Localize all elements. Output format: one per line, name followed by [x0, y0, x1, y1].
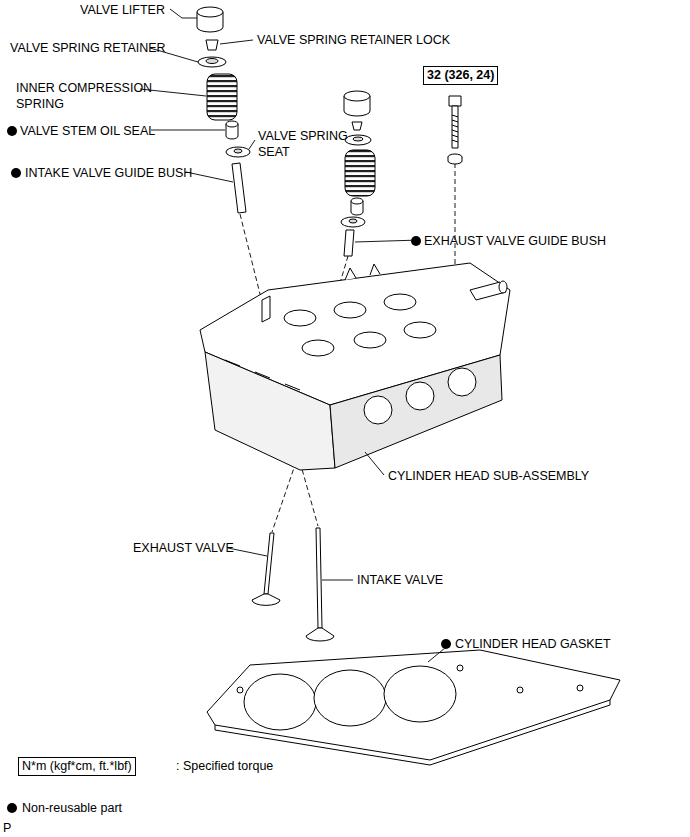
cylinder-head — [354, 332, 386, 348]
valve-parts — [206, 59, 218, 64]
valve-parts — [264, 533, 274, 594]
valve-parts — [197, 7, 462, 641]
valve-parts — [226, 147, 250, 157]
assembly-line — [455, 163, 456, 278]
cylinder-head — [205, 352, 335, 470]
valve-parts — [341, 217, 365, 227]
head-gasket — [577, 685, 583, 691]
valve-parts — [352, 122, 362, 130]
valve-parts — [252, 594, 280, 605]
valve-parts — [344, 230, 354, 256]
head-gasket — [314, 670, 386, 726]
cylinder-head — [302, 340, 334, 356]
cylinder-head — [284, 310, 316, 326]
torque-legend-box: N*m (kgf*cm, ft.*lbf) — [18, 757, 136, 776]
part-name: VALVE SPRING SEAT — [258, 128, 350, 160]
part-name: CYLINDER HEAD GASKET — [455, 636, 611, 652]
valve-parts — [316, 528, 322, 628]
cylinder-head — [384, 294, 416, 310]
valve-parts — [226, 121, 238, 127]
figure-code: P — [3, 820, 11, 836]
valve-parts — [306, 628, 334, 641]
valve-parts — [349, 219, 357, 223]
assembly-line — [240, 214, 262, 302]
leader-line — [228, 548, 267, 556]
valve-parts — [207, 74, 237, 120]
leader-line — [249, 140, 255, 149]
cylinder-head — [370, 264, 380, 275]
non-reusable-mark — [7, 803, 17, 813]
valve-parts — [232, 163, 246, 213]
leader-line — [355, 240, 420, 242]
valve-parts — [197, 7, 223, 17]
valve-parts — [344, 91, 370, 101]
part-name: INTAKE VALVE — [357, 572, 443, 588]
cylinder-head — [334, 302, 366, 318]
cylinder-head — [406, 382, 434, 410]
part-name: VALVE LIFTER — [80, 2, 165, 18]
part-name: CYLINDER HEAD SUB-ASSEMBLY — [388, 468, 589, 484]
node-text: 32 (326, 24) — [427, 68, 494, 82]
head-gasket — [244, 674, 316, 730]
cylinder-head — [345, 268, 356, 280]
valve-parts — [345, 150, 375, 196]
torque-callout: 32 (326, 24) — [423, 66, 498, 85]
part-name: VALVE STEM OIL SEAL — [20, 123, 155, 139]
node-text: N*m (kgf*cm, ft.*lbf) — [22, 759, 132, 773]
valve-parts — [449, 96, 461, 106]
head-gasket — [517, 687, 523, 693]
head-gasket — [457, 665, 463, 671]
cylinder-head — [262, 296, 270, 322]
legend-text: Non-reusable part — [22, 800, 122, 816]
leader-line — [140, 9, 451, 662]
valve-parts — [198, 57, 226, 67]
head-gasket — [237, 687, 243, 693]
non-reusable-mark — [7, 126, 17, 136]
leader-line — [151, 130, 225, 131]
valve-parts — [448, 157, 462, 164]
head-gasket — [207, 650, 620, 760]
cylinder-head — [448, 368, 476, 396]
valve-parts — [452, 106, 458, 148]
leader-line — [365, 452, 384, 475]
part-name: INNER COMPRESSION SPRING — [16, 80, 154, 112]
valve-parts — [351, 198, 363, 204]
head-gasket — [384, 666, 456, 722]
non-reusable-mark — [7, 126, 451, 813]
leader-line — [170, 9, 197, 18]
leader-line — [186, 172, 233, 182]
valve-parts — [345, 135, 371, 145]
cylinder-head — [364, 396, 392, 424]
non-reusable-mark — [411, 236, 421, 246]
cylinder-head — [499, 281, 507, 293]
cylinder-head — [470, 282, 506, 300]
part-name: INTAKE VALVE GUIDE BUSH — [25, 165, 192, 181]
part-name: VALVE SPRING RETAINER — [10, 40, 166, 56]
cylinder-head — [225, 360, 300, 390]
valve-parts — [206, 40, 218, 50]
legend-text: : Specified torque — [176, 758, 273, 774]
non-reusable-mark — [11, 168, 21, 178]
valve-parts — [452, 115, 458, 142]
cylinder-head — [404, 322, 436, 338]
part-name: VALVE SPRING RETAINER LOCK — [257, 32, 450, 48]
cylinder-head — [200, 263, 510, 470]
non-reusable-mark — [441, 639, 451, 649]
leader-line — [322, 580, 353, 581]
assembly-line — [300, 462, 318, 526]
valve-parts — [353, 137, 363, 141]
valve-parts — [234, 149, 242, 153]
part-name: EXHAUST VALVE — [133, 540, 234, 556]
part-name: EXHAUST VALVE GUIDE BUSH — [424, 233, 606, 249]
leader-line — [220, 40, 253, 44]
head-gasket — [207, 650, 620, 765]
assembly-line — [272, 462, 296, 532]
cylinder-head — [330, 355, 502, 468]
